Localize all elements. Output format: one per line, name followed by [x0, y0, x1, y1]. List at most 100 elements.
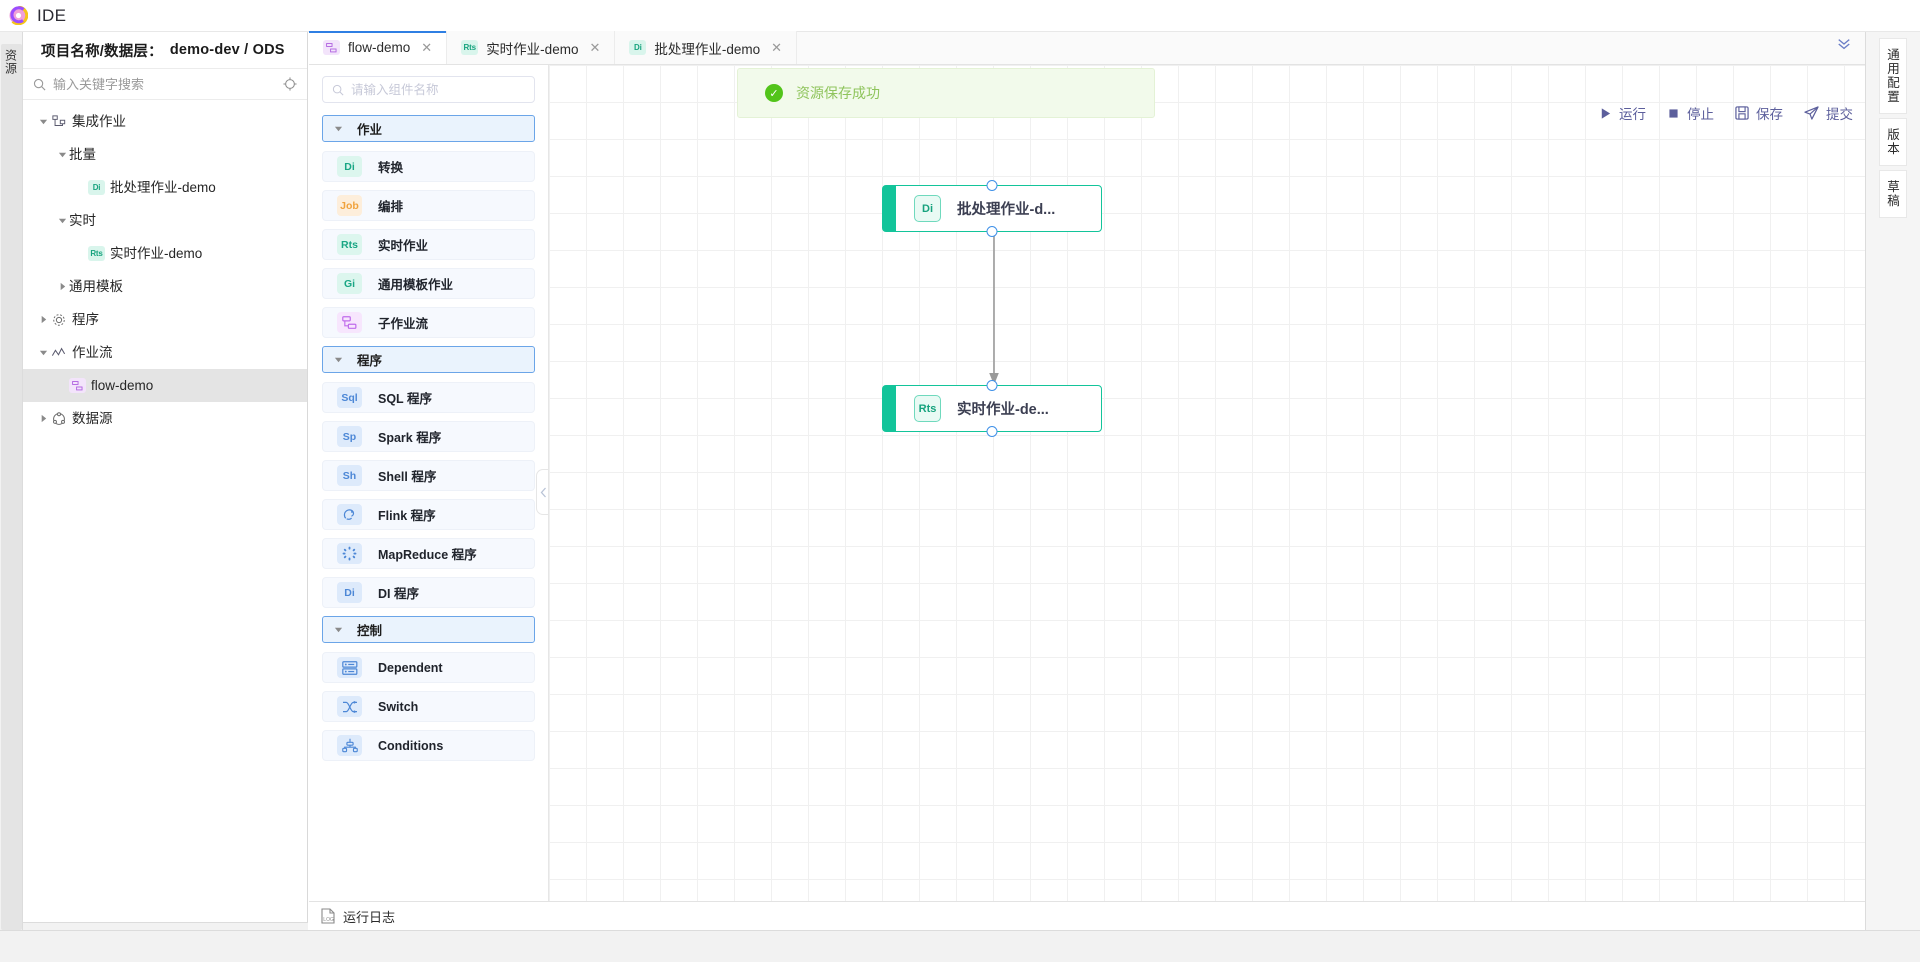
tree-node-3[interactable]: 实时	[23, 204, 307, 237]
run-log-bar[interactable]: LOG 运行日志	[309, 901, 1865, 930]
palette-item-2-0[interactable]: Dependent	[322, 652, 535, 683]
palette-search-bar[interactable]	[322, 76, 535, 103]
tree-node-8[interactable]: flow-demo	[23, 369, 307, 402]
left-rail: 资源	[0, 32, 23, 930]
caret-down-icon[interactable]	[56, 148, 69, 161]
palette-group-header-2[interactable]: 控制	[322, 616, 535, 643]
palette-item-2-1[interactable]: Switch	[322, 691, 535, 722]
switch-icon	[337, 696, 362, 717]
canvas-grid	[549, 65, 1865, 901]
flow-edge[interactable]	[987, 233, 1001, 388]
sidebar-resize-handle[interactable]	[23, 922, 308, 930]
toolbar-button-2[interactable]: 保存	[1735, 103, 1783, 123]
editor-tab-0[interactable]: flow-demo✕	[309, 31, 448, 64]
tree-node-label: 实时作业-demo	[110, 245, 203, 261]
close-icon[interactable]: ✕	[589, 39, 601, 55]
caret-none-icon[interactable]	[75, 181, 88, 194]
tree-node-5[interactable]: 通用模板	[23, 270, 307, 303]
caret-down-icon[interactable]	[56, 214, 69, 227]
tree-node-9[interactable]: 数据源	[23, 402, 307, 435]
double-chevron-down-icon[interactable]	[1835, 37, 1853, 51]
right-rail-tab-2[interactable]: 草稿	[1879, 170, 1907, 218]
close-icon[interactable]: ✕	[771, 39, 783, 55]
component-type-badge: Rts	[337, 234, 362, 255]
palette-item-label: 子作业流	[378, 317, 429, 331]
caret-right-icon[interactable]	[37, 313, 50, 326]
tree-node-label: 实时	[69, 212, 96, 228]
component-type-badge: Sh	[337, 465, 362, 486]
right-rail-tab-0[interactable]: 通用配置	[1879, 38, 1907, 114]
flink-squirrel-icon	[337, 504, 362, 525]
node-type-badge: Di	[88, 179, 105, 196]
tree-node-1[interactable]: 批量	[23, 138, 307, 171]
toolbar-button-label: 保存	[1756, 107, 1783, 122]
toolbar-button-3[interactable]: 提交	[1804, 103, 1853, 123]
tree-node-0[interactable]: 集成作业	[23, 105, 307, 138]
flow-node-label: 实时作业-de...	[957, 402, 1049, 418]
palette-item-label: MapReduce 程序	[378, 548, 477, 562]
spiral-logo-icon	[9, 6, 28, 25]
gear-icon	[50, 311, 67, 328]
tree-node-2[interactable]: Di 批处理作业-demo	[23, 171, 307, 204]
tree-node-7[interactable]: 作业流	[23, 336, 307, 369]
palette-item-2-2[interactable]: Conditions	[322, 730, 535, 761]
toolbar-button-label: 提交	[1826, 107, 1853, 122]
caret-right-icon[interactable]	[37, 412, 50, 425]
flow-node-label: 批处理作业-d...	[957, 202, 1056, 218]
caret-right-icon[interactable]	[56, 280, 69, 293]
palette-group-header-0[interactable]: 作业	[322, 115, 535, 142]
crosshair-icon[interactable]	[283, 77, 297, 91]
editor-tab-label: 实时作业-demo	[486, 41, 579, 57]
editor-tab-1[interactable]: Rts 实时作业-demo ✕	[447, 31, 616, 64]
right-rail-tab-1[interactable]: 版本	[1879, 118, 1907, 166]
palette-group-header-1[interactable]: 程序	[322, 346, 535, 373]
caret-down-icon[interactable]	[37, 115, 50, 128]
caret-down-icon[interactable]	[334, 355, 343, 364]
palette-item-0-4[interactable]: 子作业流	[322, 307, 535, 338]
palette-item-label: 通用模板作业	[378, 278, 454, 292]
tree-node-6[interactable]: 程序	[23, 303, 307, 336]
toast-notification: ✓ 资源保存成功	[737, 68, 1155, 118]
tree-search-input[interactable]	[53, 76, 276, 92]
caret-down-icon[interactable]	[37, 346, 50, 359]
component-type-badge: Sp	[337, 426, 362, 447]
caret-down-icon[interactable]	[334, 625, 343, 634]
close-icon[interactable]: ✕	[421, 39, 433, 55]
palette-item-label: Conditions	[378, 738, 444, 753]
caret-none-icon[interactable]	[56, 379, 69, 392]
node-port-top[interactable]	[986, 180, 998, 191]
palette-item-0-2[interactable]: Rts 实时作业	[322, 229, 535, 260]
rail-tab-resources[interactable]: 资源	[0, 44, 22, 930]
toolbar-button-0[interactable]: 运行	[1599, 103, 1646, 123]
palette-search-input[interactable]	[351, 82, 525, 97]
palette-item-1-4[interactable]: MapReduce 程序	[322, 538, 535, 569]
tab-type-badge: Rts	[461, 40, 479, 55]
caret-down-icon[interactable]	[334, 124, 343, 133]
palette-collapse-handle[interactable]	[536, 469, 548, 515]
tree-search-bar[interactable]	[23, 69, 307, 100]
node-port-bottom[interactable]	[986, 426, 998, 437]
palette-item-label: 编排	[378, 200, 404, 214]
node-port-bottom[interactable]	[986, 226, 998, 237]
palette-item-label: 实时作业	[378, 239, 429, 253]
caret-none-icon[interactable]	[75, 247, 88, 260]
tree-node-label: 批处理作业-demo	[110, 179, 216, 195]
palette-item-1-3[interactable]: Flink 程序	[322, 499, 535, 530]
toolbar-button-1[interactable]: 停止	[1667, 103, 1714, 123]
node-port-top[interactable]	[986, 380, 998, 391]
